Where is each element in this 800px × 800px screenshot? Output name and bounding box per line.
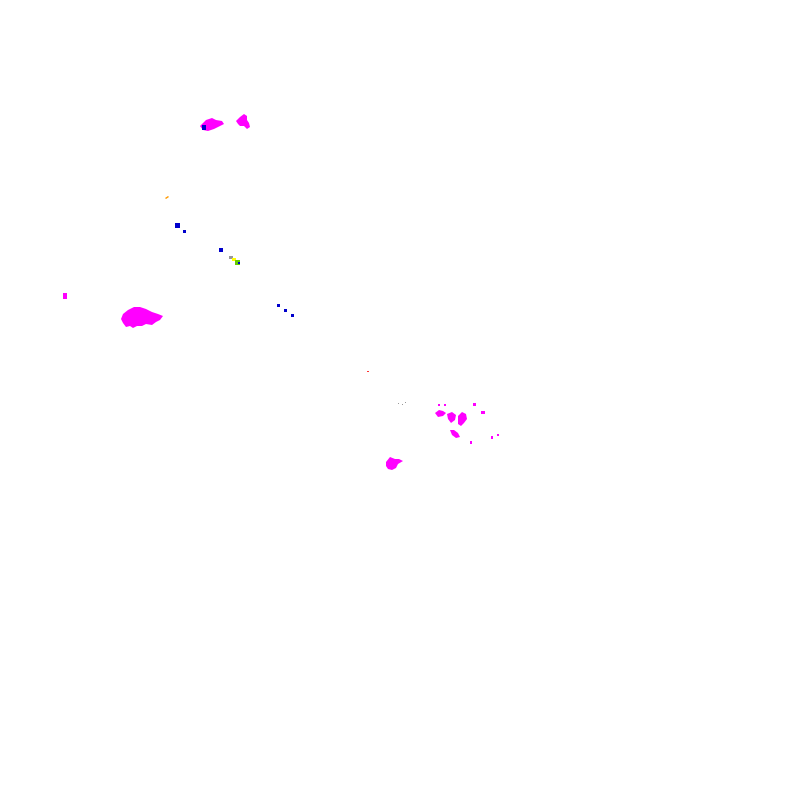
map-feature-cluster-top bbox=[200, 114, 250, 131]
map-feature-point-top-blue bbox=[202, 125, 206, 130]
map-feature-multicolor-band bbox=[229, 256, 240, 265]
map-feature-red-mark bbox=[367, 371, 369, 372]
map-feature-cluster-east bbox=[386, 403, 499, 470]
map-feature-cluster-west bbox=[63, 293, 163, 328]
map-feature-orange-mark bbox=[165, 196, 169, 199]
map-feature-blue-marks bbox=[175, 223, 294, 317]
map-feature-gray-dots bbox=[398, 402, 406, 405]
